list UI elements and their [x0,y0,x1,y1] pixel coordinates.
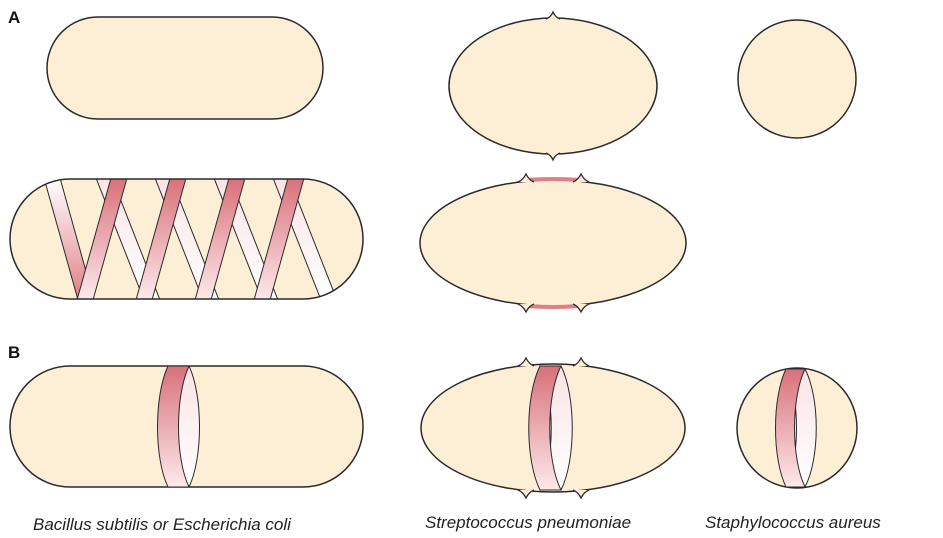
caption-rod: Bacillus subtilis or Escherichia coli [33,515,291,535]
caption-coccus: Staphylococcus aureus [705,513,881,533]
coccus-cell-a1 [738,20,856,138]
ovococcus-cell-a2 [420,174,686,312]
ovococcus-cell-a1 [449,12,657,160]
caption-ovococcus: Streptococcus pneumoniae [425,513,631,533]
coccus-cell-septum [737,368,857,488]
rod-cell-helical [10,178,363,300]
rod-cell-septum [10,366,363,487]
rod-cell-a1 [47,17,323,119]
ovococcus-cell-septum [421,358,685,498]
